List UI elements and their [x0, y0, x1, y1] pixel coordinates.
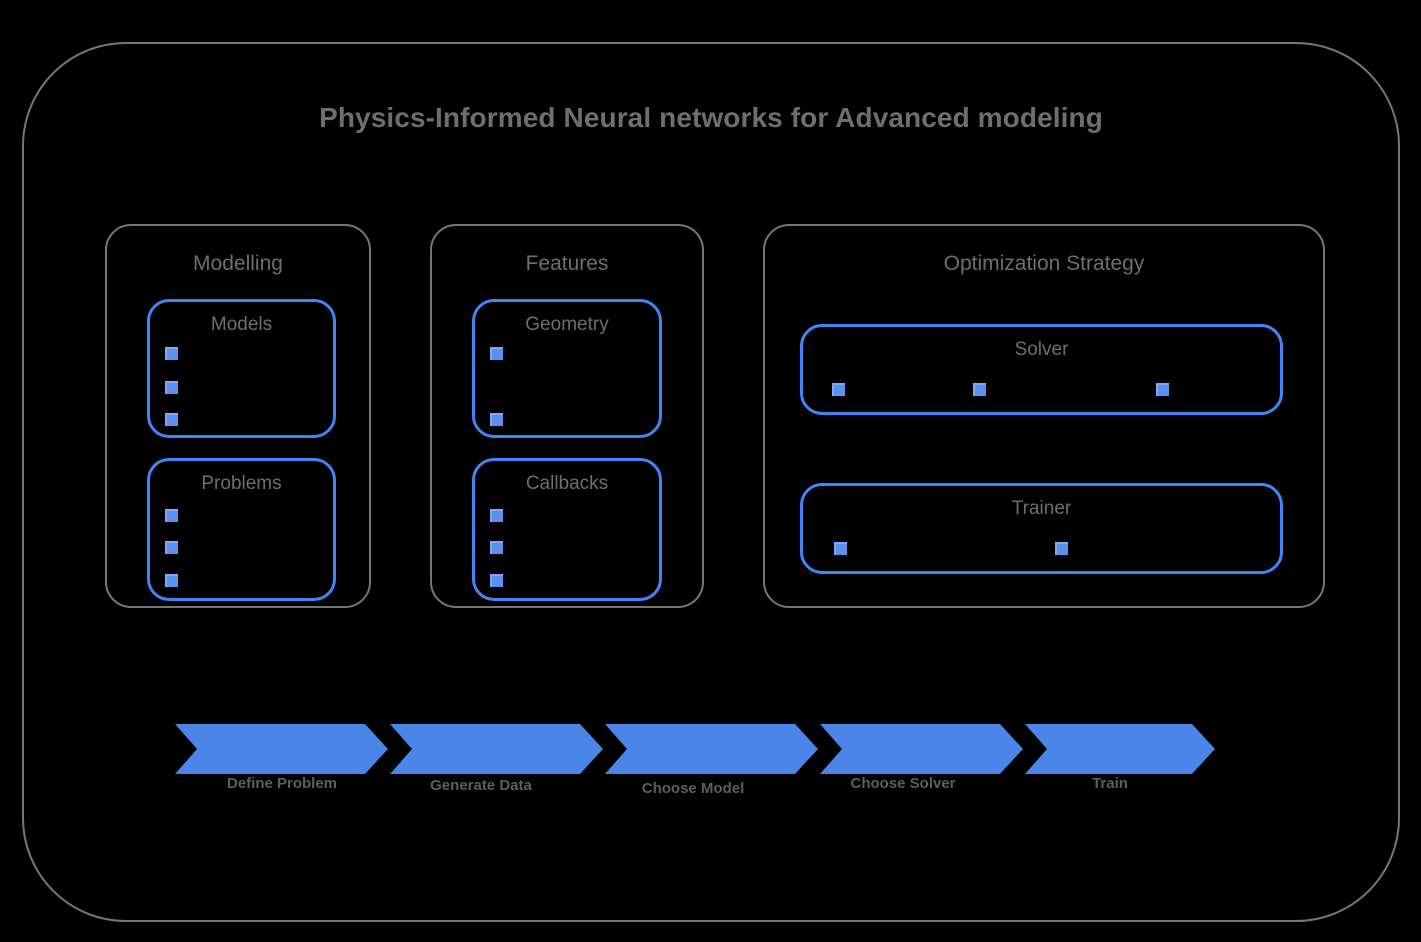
flow-chevron-3[interactable] [605, 724, 818, 774]
box-geometry[interactable]: Geometry [472, 299, 662, 438]
cube-icon [834, 542, 851, 559]
bullet-marker [490, 574, 507, 591]
bullet-marker [165, 574, 182, 591]
process-flow-arrows [175, 724, 1215, 774]
cube-icon [165, 541, 182, 558]
cube-icon [973, 383, 990, 400]
page-title: Physics-Informed Neural networks for Adv… [319, 102, 1103, 133]
flow-chevron-5[interactable] [1025, 724, 1215, 774]
bullet-marker [490, 541, 507, 558]
diagram-outer-frame: Physics-Informed Neural networks for Adv… [22, 42, 1400, 922]
panel-optimization-strategy-title: Optimization Strategy [943, 252, 1145, 275]
cube-icon [1055, 542, 1072, 559]
cube-icon [490, 574, 507, 591]
bullet-marker [165, 381, 182, 398]
box-problems-title: Problems [201, 473, 282, 494]
box-solver-title: Solver [1014, 339, 1069, 360]
bullet-marker [165, 541, 182, 558]
cube-icon [165, 347, 182, 364]
flow-label-4: Choose Solver [850, 775, 956, 792]
flow-chevron-1[interactable] [175, 724, 388, 774]
bullet-marker [1156, 383, 1173, 400]
bullet-marker [490, 413, 507, 430]
box-callbacks[interactable]: Callbacks [472, 458, 662, 601]
cube-icon [1156, 383, 1173, 400]
bullet-marker [832, 383, 849, 400]
bullet-marker [490, 347, 507, 364]
panel-modelling-title: Modelling [193, 252, 283, 275]
panel-features[interactable]: Features [430, 224, 704, 608]
box-trainer[interactable]: Trainer [800, 483, 1283, 574]
box-models[interactable]: Models [147, 299, 336, 438]
cube-icon [490, 509, 507, 526]
cube-icon [490, 347, 507, 364]
cube-icon [832, 383, 849, 400]
panel-optimization-strategy[interactable]: Optimization Strategy [763, 224, 1325, 608]
flow-chevron-2[interactable] [390, 724, 603, 774]
flow-label-3: Choose Model [641, 780, 745, 797]
cube-icon [490, 413, 507, 430]
bullet-marker [490, 509, 507, 526]
box-callbacks-title: Callbacks [525, 473, 609, 494]
bullet-marker [165, 347, 182, 364]
panel-features-title: Features [525, 252, 609, 275]
box-problems[interactable]: Problems [147, 458, 336, 601]
cube-icon [165, 413, 182, 430]
box-solver[interactable]: Solver [800, 324, 1283, 415]
bullet-marker [165, 413, 182, 430]
bullet-marker [165, 509, 182, 526]
flow-label-2: Generate Data [430, 777, 532, 794]
panel-modelling[interactable]: Modelling [105, 224, 371, 608]
bullet-marker [1055, 542, 1072, 559]
cube-icon [165, 509, 182, 526]
bullet-marker [834, 542, 851, 559]
flow-label-1: Define Problem [226, 775, 338, 792]
box-models-title: Models [210, 314, 273, 335]
cube-icon [490, 541, 507, 558]
cube-icon [165, 574, 182, 591]
bullet-marker [973, 383, 990, 400]
box-geometry-title: Geometry [525, 314, 609, 335]
flow-label-5: Train [1092, 775, 1128, 792]
flow-chevron-4[interactable] [820, 724, 1023, 774]
box-trainer-title: Trainer [1011, 498, 1072, 519]
cube-icon [165, 381, 182, 398]
